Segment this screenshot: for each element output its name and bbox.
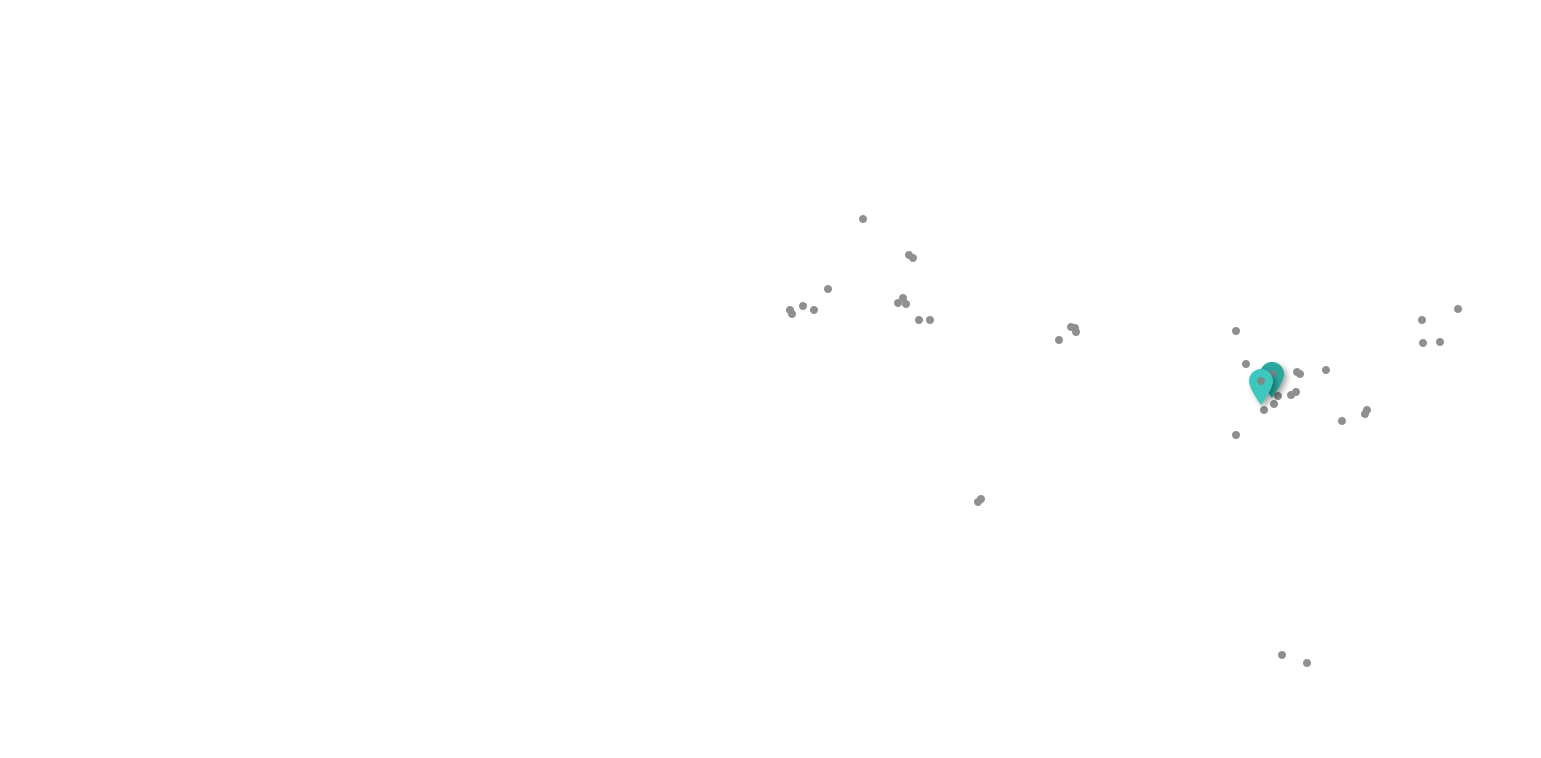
location-dot[interactable] [1322,366,1330,374]
location-dot[interactable] [799,302,807,310]
location-dot[interactable] [1436,338,1444,346]
location-dot[interactable] [859,215,867,223]
location-dot[interactable] [902,300,910,308]
location-dot[interactable] [915,316,923,324]
location-dot[interactable] [909,254,917,262]
location-dot[interactable] [1292,388,1300,396]
location-dot[interactable] [1363,406,1371,414]
location-dot[interactable] [1242,360,1250,368]
location-dot[interactable] [894,299,902,307]
location-dot[interactable] [1232,327,1240,335]
map-pin-icon[interactable] [1249,369,1273,405]
location-dot[interactable] [926,316,934,324]
location-dot[interactable] [1055,336,1063,344]
location-dot[interactable] [824,285,832,293]
location-dot[interactable] [1419,339,1427,347]
location-dot[interactable] [1232,431,1240,439]
location-dot[interactable] [788,310,796,318]
location-dot[interactable] [977,495,985,503]
location-dot[interactable] [1278,651,1286,659]
location-dot[interactable] [1338,417,1346,425]
location-dot[interactable] [810,306,818,314]
location-dot[interactable] [1260,406,1268,414]
location-dot[interactable] [1303,659,1311,667]
location-dot[interactable] [1072,328,1080,336]
location-dot[interactable] [1270,400,1278,408]
location-dot[interactable] [1287,391,1295,399]
location-dot[interactable] [1454,305,1462,313]
location-dot[interactable] [1274,392,1282,400]
location-dot[interactable] [899,294,907,302]
location-dot[interactable] [1361,410,1369,418]
location-dot[interactable] [1418,316,1426,324]
location-dot[interactable] [1296,370,1304,378]
